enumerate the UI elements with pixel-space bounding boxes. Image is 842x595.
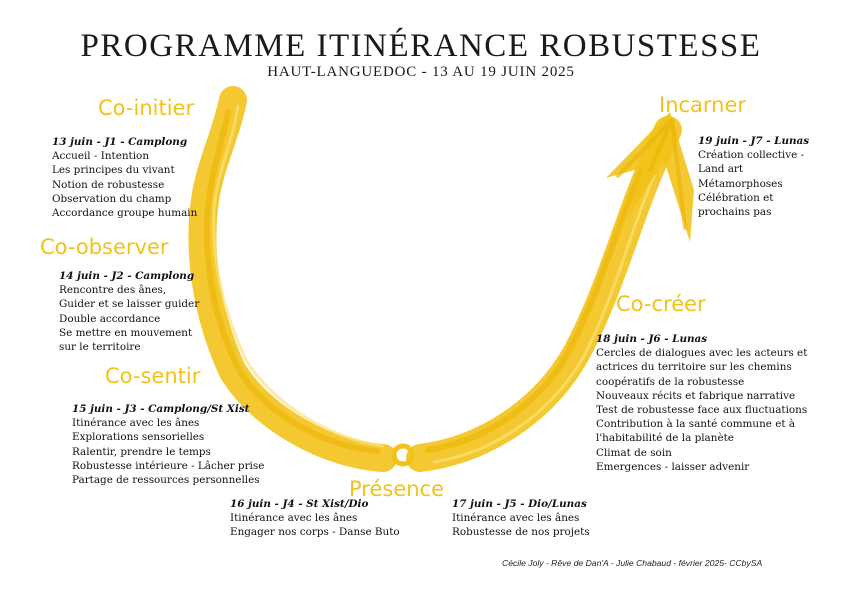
phase-co-creer: Co-créer [616,292,706,316]
day-block-j6: 18 juin - J6 - Lunas Cercles de dialogue… [596,332,807,474]
activity-item: l'habitabilité de la planète [596,432,734,445]
page-title: PROGRAMME ITINÉRANCE ROBUSTESSE [80,28,762,64]
day-heading: 16 juin - J4 - St Xist/Dio [230,498,369,510]
activity-item: Explorations sensorielles [72,431,205,444]
page-subtitle: HAUT-LANGUEDOC - 13 AU 19 JUIN 2025 [267,64,575,80]
activity-item: Nouveaux récits et fabrique narrative [596,389,796,402]
activity-item: Land art [698,163,744,176]
presence-point [391,443,415,467]
day-block-j5: 17 juin - J5 - Dio/Lunas Itinérance avec… [452,497,590,540]
activity-item: Robustesse de nos projets [452,526,590,539]
u-left-stroke-highlight [212,104,385,448]
arrow-head-texture [616,118,687,230]
day-block-j7: 19 juin - J7 - Lunas Création collective… [698,134,809,219]
activity-item: Guider et se laisser guider [59,298,200,311]
activity-item: Accueil - Intention [52,150,150,163]
day-heading: 19 juin - J7 - Lunas [698,135,810,147]
arrow-head [606,112,694,242]
day-block-j4: 16 juin - J4 - St Xist/Dio Itinérance av… [230,497,400,540]
activity-item: Itinérance avec les ânes [72,417,200,430]
u-right-stroke-highlight [432,174,656,464]
activity-item: Métamorphoses [698,177,783,190]
activity-item: prochains pas [698,206,772,219]
activity-item: Climat de soin [596,446,672,459]
activity-item: Robustesse intérieure - Lâcher prise [72,459,265,472]
activity-item: Emergences - laisser advenir [596,460,750,473]
activity-item: Célébration et [698,191,774,204]
activity-item: coopératifs de la robustesse [596,375,745,388]
day-heading: 15 juin - J3 - Camplong/St Xist [72,403,250,415]
phase-incarner: Incarner [659,93,747,117]
day-heading: 18 juin - J6 - Lunas [596,333,708,345]
u-left-stroke-texture [203,109,381,454]
activity-item: Ralentir, prendre le temps [72,445,211,458]
activity-item: Se mettre en mouvement [59,326,193,339]
day-block-j1: 13 juin - J1 - Camplong Accueil - Intent… [52,135,197,220]
activity-item: sur le territoire [59,341,141,354]
activity-item: Double accordance [59,312,161,325]
day-heading: 17 juin - J5 - Dio/Lunas [452,498,587,510]
day-block-j3: 15 juin - J3 - Camplong/St Xist Itinéran… [72,402,264,487]
day-block-j2: 14 juin - J2 - Camplong Rencontre des ân… [59,269,199,354]
activity-item: Création collective - [698,149,805,162]
activity-item: Accordance groupe humain [52,207,198,220]
activity-item: Partage de ressources personnelles [72,474,260,487]
u-right-stroke-texture [425,165,645,453]
activity-item: Itinérance avec les ânes [230,512,358,525]
activity-item: Engager nos corps - Danse Buto [230,526,400,539]
activity-item: Les principes du vivant [52,164,175,177]
activity-item: Test de robustesse face aux fluctuations [596,404,808,417]
activity-item: Cercles de dialogues avec les acteurs et [596,347,808,360]
credit-line: Cécile Joly - Rêve de Dan'A - Julie Chab… [502,558,763,568]
phase-co-sentir: Co-sentir [105,364,201,388]
activity-item: Notion de robustesse [52,178,165,191]
day-heading: 14 juin - J2 - Camplong [59,270,195,282]
phase-co-initier: Co-initier [98,96,195,120]
activity-item: Contribution à la santé commune et à [596,418,796,431]
phase-presence: Présence [349,477,445,501]
phase-co-observer: Co-observer [40,235,169,259]
day-heading: 13 juin - J1 - Camplong [52,136,188,148]
activity-item: actrices du territoire sur les chemins [596,361,792,374]
activity-item: Itinérance avec les ânes [452,512,580,525]
activity-item: Observation du champ [52,192,172,205]
activity-item: Rencontre des ânes, [59,284,167,297]
